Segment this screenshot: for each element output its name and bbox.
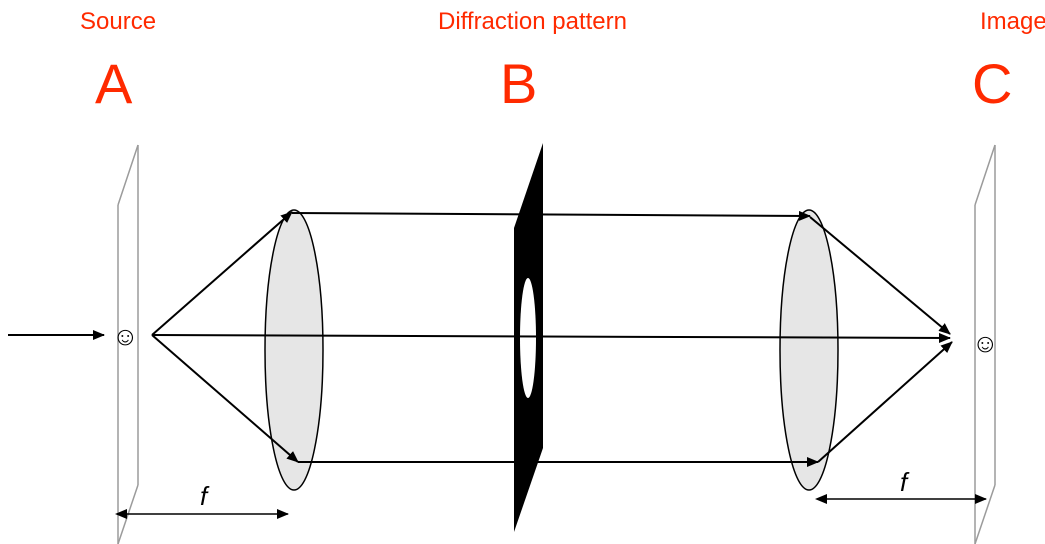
aperture-hole [520,278,536,398]
ray-parallel-top [291,210,811,221]
ray-lens-top-to-image [809,216,951,335]
ray-source-to-lens-bottom [151,334,299,463]
light-rays [8,210,953,467]
label-diffraction-pattern: Diffraction pattern [438,8,627,35]
smiley-image: ☺ [972,328,999,358]
label-c: C [972,52,1013,115]
focal-label-left: f [200,481,210,511]
ray-axis [151,332,951,343]
label-b: B [500,52,538,115]
image-plane [974,144,996,544]
label-image: Image [980,8,1045,35]
lens-right [779,209,839,491]
ray-source-to-lens-top [151,211,293,336]
focal-label-right: f [900,467,910,497]
ray-lens-bottom-to-image [817,341,953,463]
smiley-source: ☺ [112,321,139,351]
label-a: A [95,52,133,115]
lens-left [264,209,324,491]
label-source: Source [80,8,157,35]
